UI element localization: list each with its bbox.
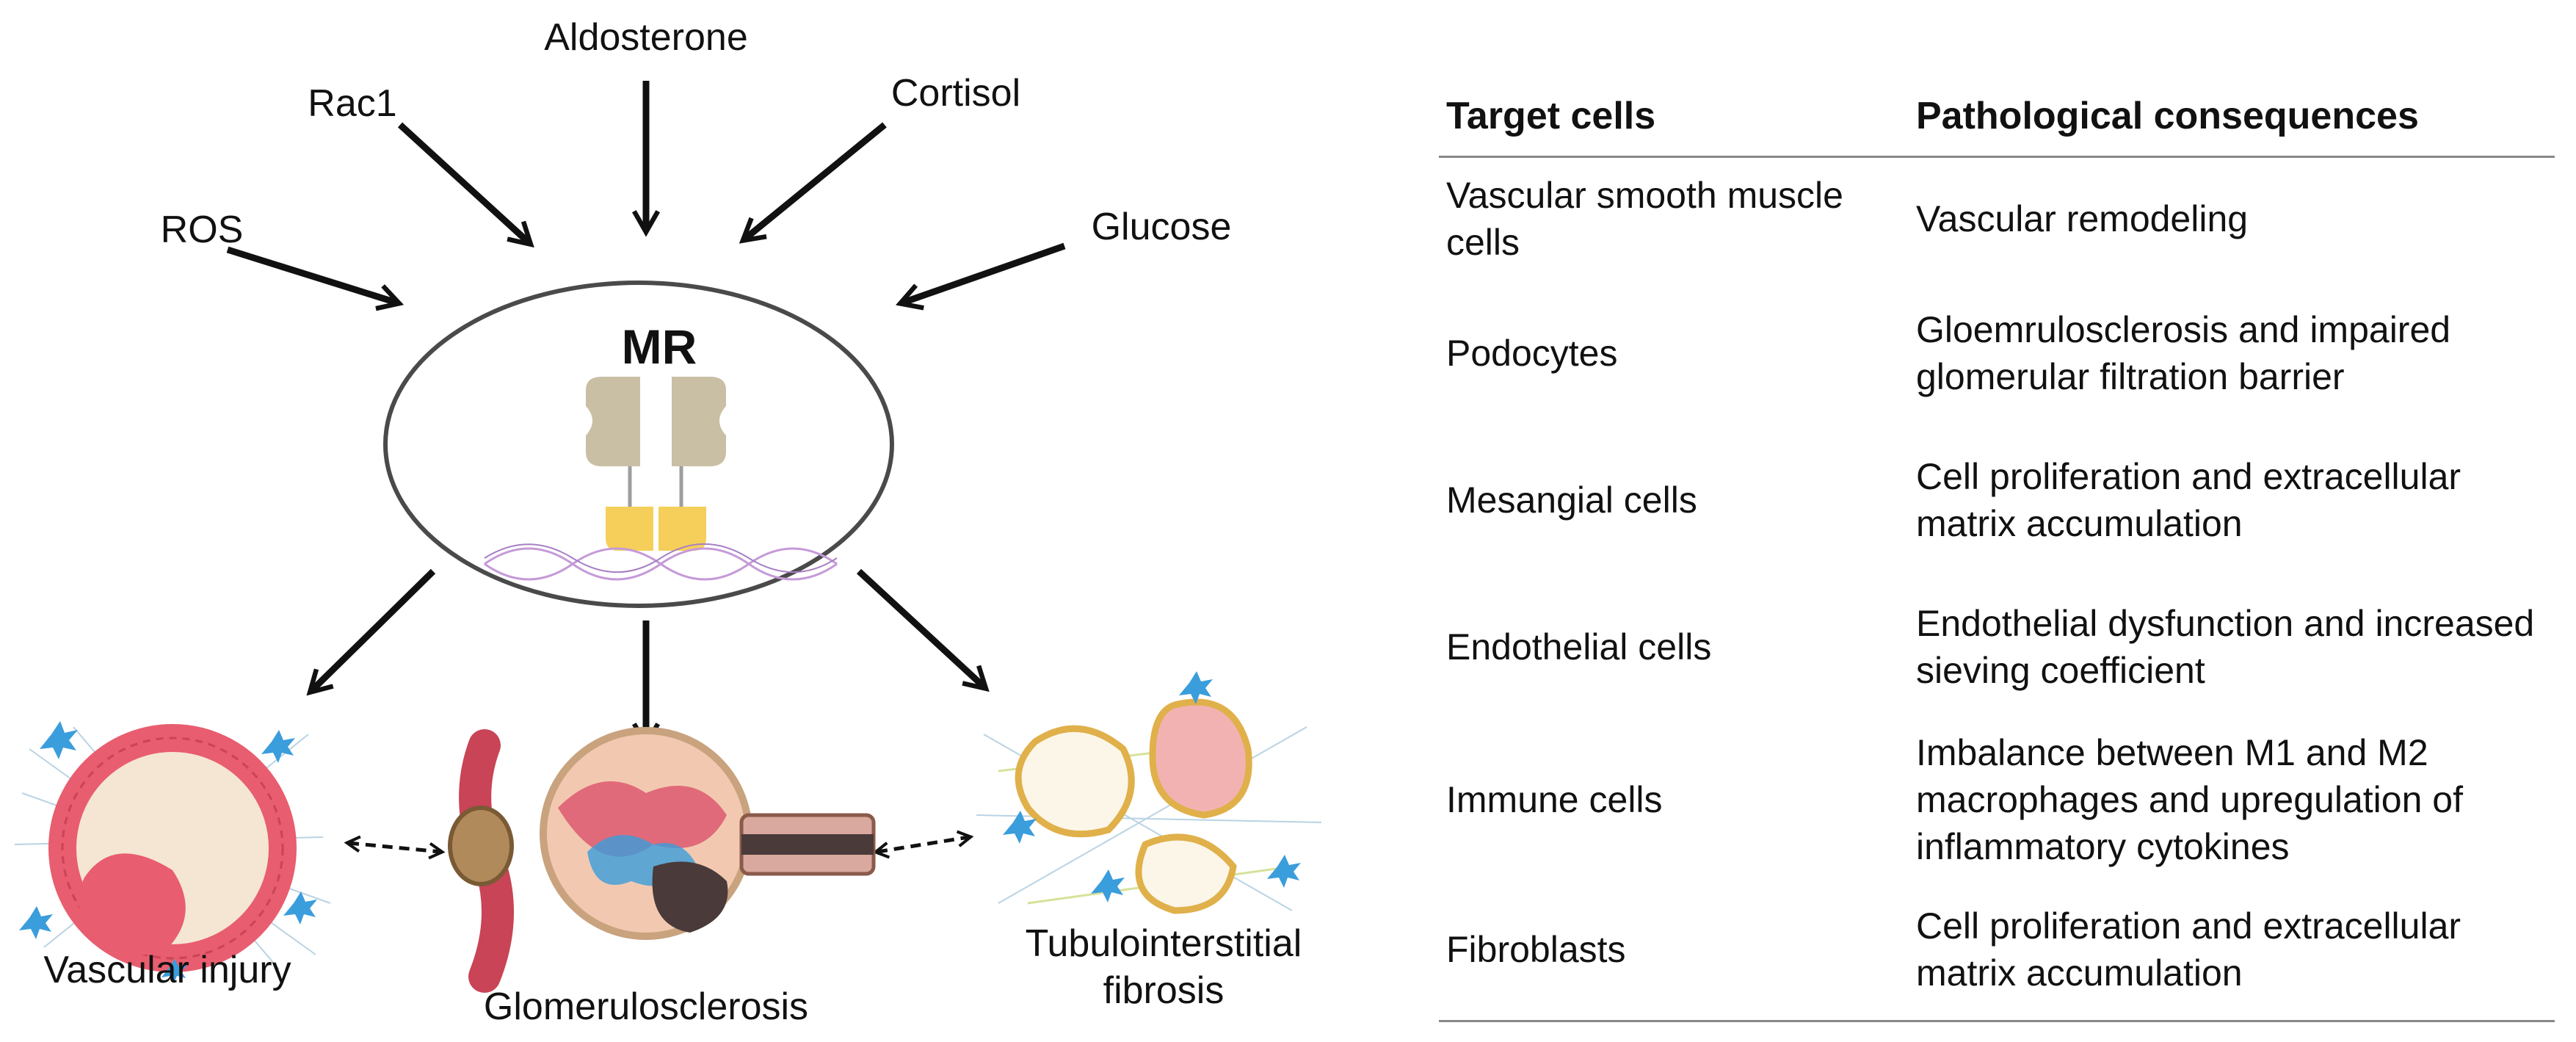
input-label-glucose: Glucose [1092,206,1232,248]
table-row: Podocytes Gloemrulosclerosis and impaire… [1439,280,2555,427]
outcome-label-tubulointerstitial: Tubulointerstitial [1026,922,1302,965]
pathological-consequence: Vascular remodeling [1916,198,2249,239]
table-row: Immune cells Imbalance between M1 and M2… [1439,720,2555,879]
dashed-arrow-vascular-glomerular [344,835,446,860]
pathological-consequence: Cell proliferation and extracellular mat… [1916,905,2461,994]
glomerulosclerosis-illustration [448,727,876,993]
mr-label: MR [622,319,697,374]
target-cells-table: Target cells Pathological consequences V… [1439,73,2555,1022]
outcome-label-vascular-injury: Vascular injury [43,949,291,991]
arrow-ros-to-mr [226,246,404,311]
outcome-label-glomerulosclerosis: Glomerulosclerosis [484,985,808,1028]
target-cell: Endothelial cells [1446,626,1712,667]
pathological-consequence: Gloemrulosclerosis and impaired glomerul… [1916,309,2451,397]
target-cell: Fibroblasts [1446,929,1626,970]
table-row: Mesangial cells Cell proliferation and e… [1439,427,2555,574]
table-row: Vascular smooth muscle cells Vascular re… [1439,157,2555,281]
arrow-cortisol-to-mr [739,122,887,244]
header-target-cells: Target cells [1446,95,1656,137]
arrow-glucose-to-mr [896,242,1066,311]
mr-pathway-diagram: ROS Rac1 Aldosterone Cortisol Glucose MR [14,16,1322,1028]
arrow-rac1-to-mr [397,122,534,248]
arrow-mr-to-vascular-injury [306,568,436,696]
receptor-dimer-icon [586,377,726,551]
outcome-label-fibrosis: fibrosis [1103,969,1224,1012]
header-pathological-consequences: Pathological consequences [1916,95,2419,137]
input-label-ros: ROS [161,209,244,251]
dashed-arrow-glomerular-tubular [872,830,974,859]
pathological-consequence: Cell proliferation and extracellular mat… [1916,456,2461,544]
target-cell: Podocytes [1446,333,1618,374]
input-label-aldosterone: Aldosterone [544,16,748,59]
vascular-injury-illustration [14,721,331,983]
arrow-mr-to-tubulointerstitial-fibrosis [856,568,990,692]
target-cells-table-container: Target cells Pathological consequences V… [1439,73,2555,1022]
table-header-row: Target cells Pathological consequences [1439,73,2555,157]
target-cell: Vascular smooth muscle cells [1446,175,1843,263]
table-row: Endothelial cells Endothelial dysfunctio… [1439,574,2555,720]
pathological-consequence: Endothelial dysfunction and increased si… [1916,603,2535,691]
tubulointerstitial-fibrosis-illustration [976,671,1322,914]
input-label-cortisol: Cortisol [891,72,1020,115]
dna-helix-icon [484,543,838,581]
pathological-consequence: Imbalance between M1 and M2 macrophages … [1916,732,2463,867]
table-row: Fibroblasts Cell proliferation and extra… [1439,879,2555,1021]
input-label-rac1: Rac1 [308,82,396,125]
target-cell: Immune cells [1446,779,1663,820]
target-cell: Mesangial cells [1446,480,1697,521]
